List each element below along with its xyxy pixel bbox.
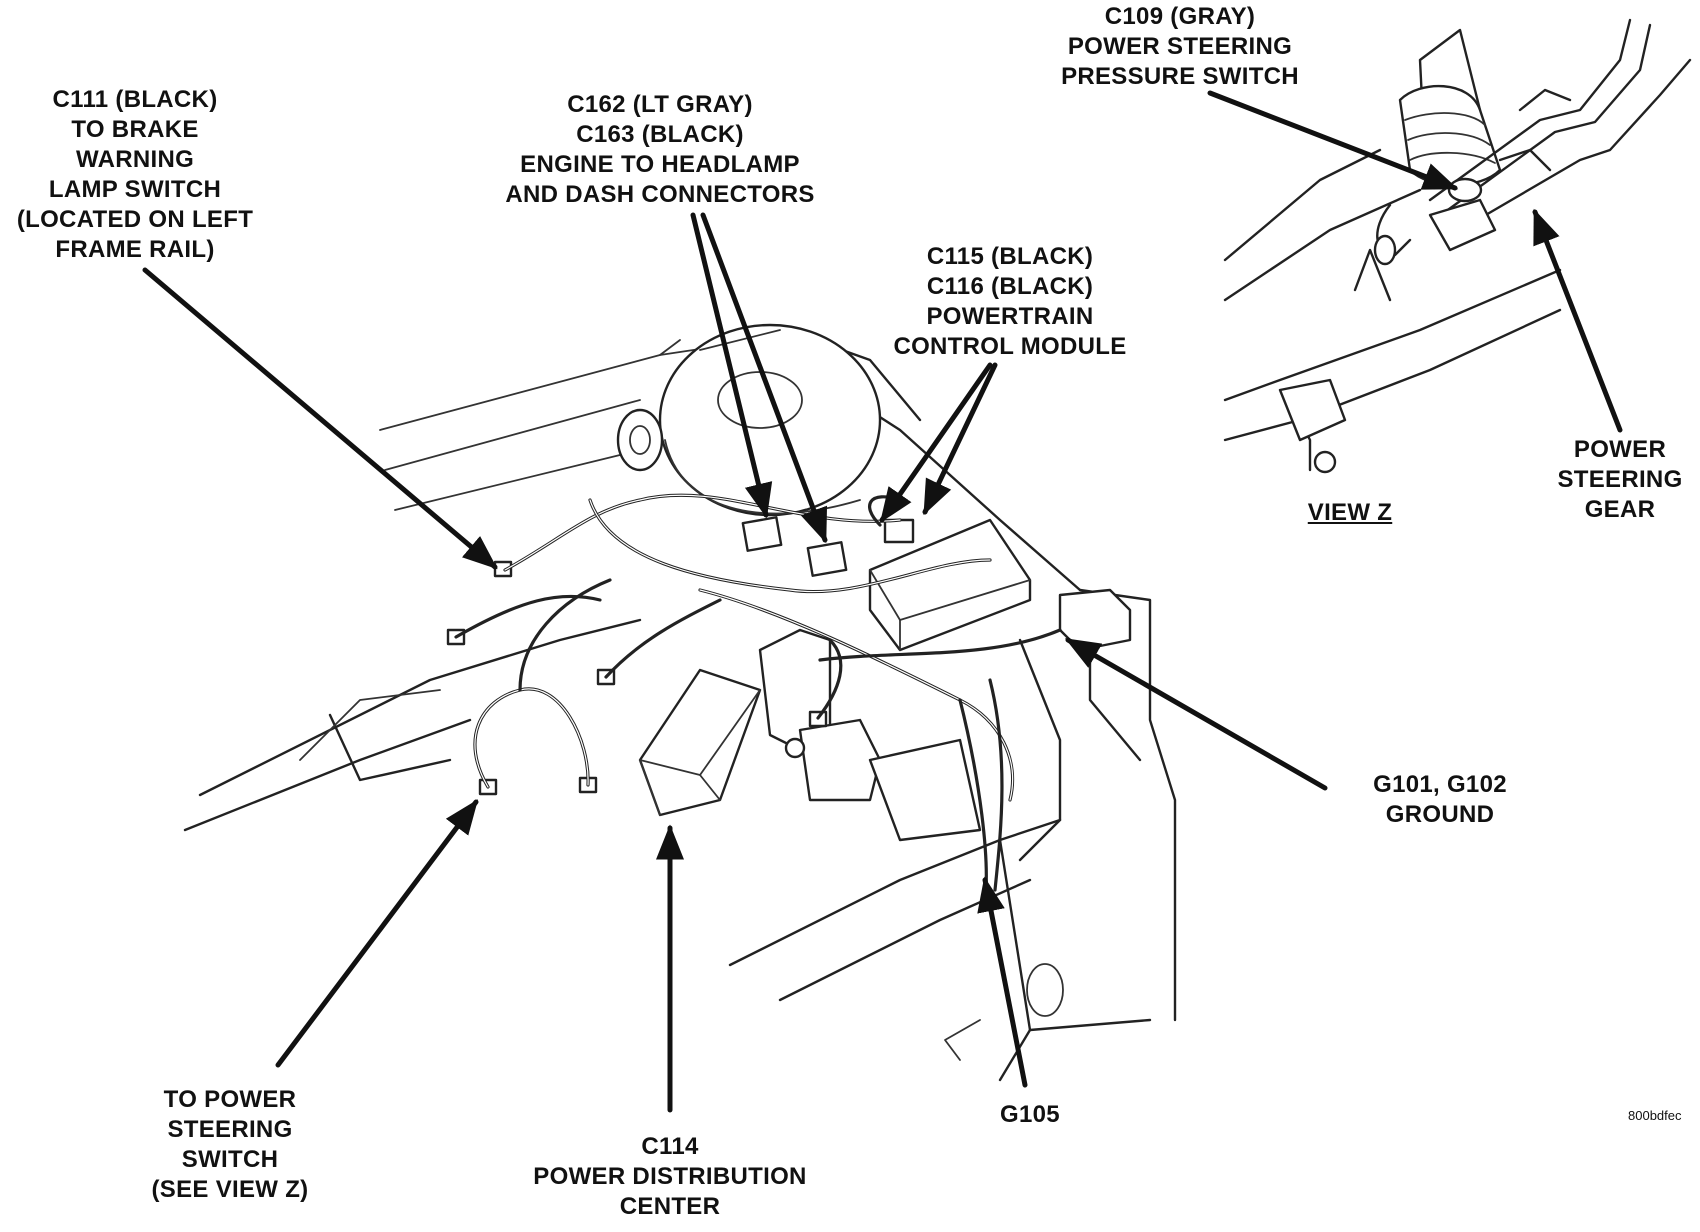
label-to-power-steering-switch: TO POWER STEERING SWITCH (SEE VIEW Z) [120, 1085, 340, 1205]
label-line: SWITCH [181, 1146, 279, 1173]
label-line: POWER STEERING [1067, 33, 1293, 60]
label-line: STEERING [167, 1116, 293, 1143]
label-line: POWER DISTRIBUTION [533, 1163, 807, 1190]
label-line: (SEE VIEW Z) [151, 1176, 309, 1203]
label-g105: G105 [1000, 1101, 1060, 1128]
label-c162-c163: C162 (LT GRAY) C163 (BLACK) ENGINE TO HE… [470, 90, 850, 210]
label-line: TO POWER [163, 1086, 297, 1113]
arrow-g101 [1064, 637, 1328, 791]
label-line: POWERTRAIN [926, 303, 1094, 330]
label-line: PRESSURE SWITCH [1061, 63, 1299, 90]
leader-arrows [142, 90, 1623, 1113]
label-line: GROUND [1385, 801, 1495, 828]
label-view-z: VIEW Z [1307, 499, 1393, 526]
label-line: C109 (GRAY) [1104, 3, 1256, 30]
label-line: POWER [1573, 436, 1667, 463]
arrow-c109 [1207, 90, 1459, 191]
label-line: C115 (BLACK) [926, 243, 1094, 270]
view-z-inset-drawing [1223, 18, 1692, 474]
label-c114: C114 POWER DISTRIBUTION CENTER [510, 1132, 830, 1222]
label-c111: C111 (BLACK) TO BRAKE WARNING LAMP SWITC… [0, 85, 270, 265]
label-line: C163 (BLACK) [576, 121, 744, 148]
label-line: CONTROL MODULE [893, 333, 1127, 360]
label-line: GEAR [1584, 496, 1656, 523]
label-c115-c116: C115 (BLACK) C116 (BLACK) POWERTRAIN CON… [860, 242, 1160, 362]
label-line: TO BRAKE [71, 116, 199, 143]
label-line: STEERING [1557, 466, 1683, 493]
label-line: C111 (BLACK) [52, 86, 218, 113]
label-line: WARNING [75, 146, 195, 173]
engine-compartment-drawing [183, 323, 1177, 1082]
label-line: C116 (BLACK) [926, 273, 1094, 300]
arrow-g105 [977, 876, 1028, 1088]
arrow-c162 [690, 212, 773, 519]
label-g101-g102: G101, G102 GROUND [1330, 770, 1550, 830]
figure-reference-code: 800bdfec [1628, 1108, 1682, 1123]
label-line: FRAME RAIL) [55, 236, 215, 263]
arrow-to-ps [275, 799, 479, 1068]
label-line: C162 (LT GRAY) [567, 91, 753, 118]
label-line: ENGINE TO HEADLAMP [520, 151, 800, 178]
arrow-c111 [142, 267, 498, 570]
label-line: LAMP SWITCH [48, 176, 222, 203]
arrow-c116 [922, 362, 998, 516]
label-power-steering-gear: POWER STEERING GEAR [1540, 435, 1700, 525]
label-line: (LOCATED ON LEFT [16, 206, 254, 233]
label-line: G101, G102 [1373, 771, 1507, 798]
arrow-c163 [700, 212, 828, 544]
label-line: C114 [641, 1133, 699, 1160]
arrow-c115 [879, 362, 993, 523]
label-c109: C109 (GRAY) POWER STEERING PRESSURE SWIT… [1030, 2, 1330, 92]
label-line: AND DASH CONNECTORS [505, 181, 815, 208]
arrow-ps-gear [1532, 208, 1623, 433]
label-line: CENTER [619, 1193, 721, 1220]
